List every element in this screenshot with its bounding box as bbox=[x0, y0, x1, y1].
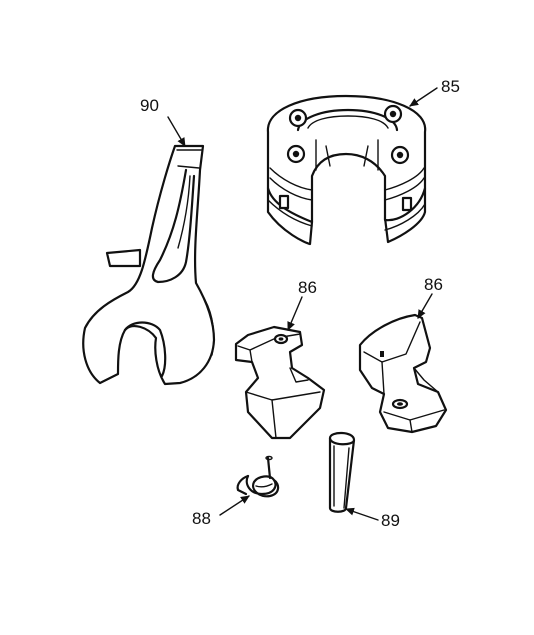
part-88-spring bbox=[236, 455, 280, 498]
bolt-hole bbox=[288, 108, 308, 128]
callout-86-right: 86 bbox=[424, 275, 443, 294]
callout-89: 89 bbox=[381, 511, 400, 530]
part-89-pin bbox=[328, 431, 356, 513]
part-90-wrench bbox=[82, 144, 216, 386]
part-86-left-pawl bbox=[234, 325, 326, 440]
callout-85: 85 bbox=[441, 77, 460, 96]
callout-90: 90 bbox=[140, 96, 159, 115]
leader-86-right bbox=[417, 293, 433, 319]
part-85-housing bbox=[266, 94, 427, 246]
bolt-hole bbox=[383, 104, 403, 124]
callout-86-left: 86 bbox=[298, 278, 317, 297]
leader-90 bbox=[167, 116, 186, 147]
leader-89 bbox=[345, 507, 379, 521]
leader-85 bbox=[409, 87, 438, 107]
leader-86-left bbox=[287, 296, 303, 331]
bolt-hole bbox=[286, 144, 306, 164]
leader-88 bbox=[219, 495, 250, 516]
callout-88: 88 bbox=[192, 509, 211, 528]
part-86-right-pawl bbox=[358, 313, 448, 434]
bolt-hole bbox=[390, 145, 410, 165]
